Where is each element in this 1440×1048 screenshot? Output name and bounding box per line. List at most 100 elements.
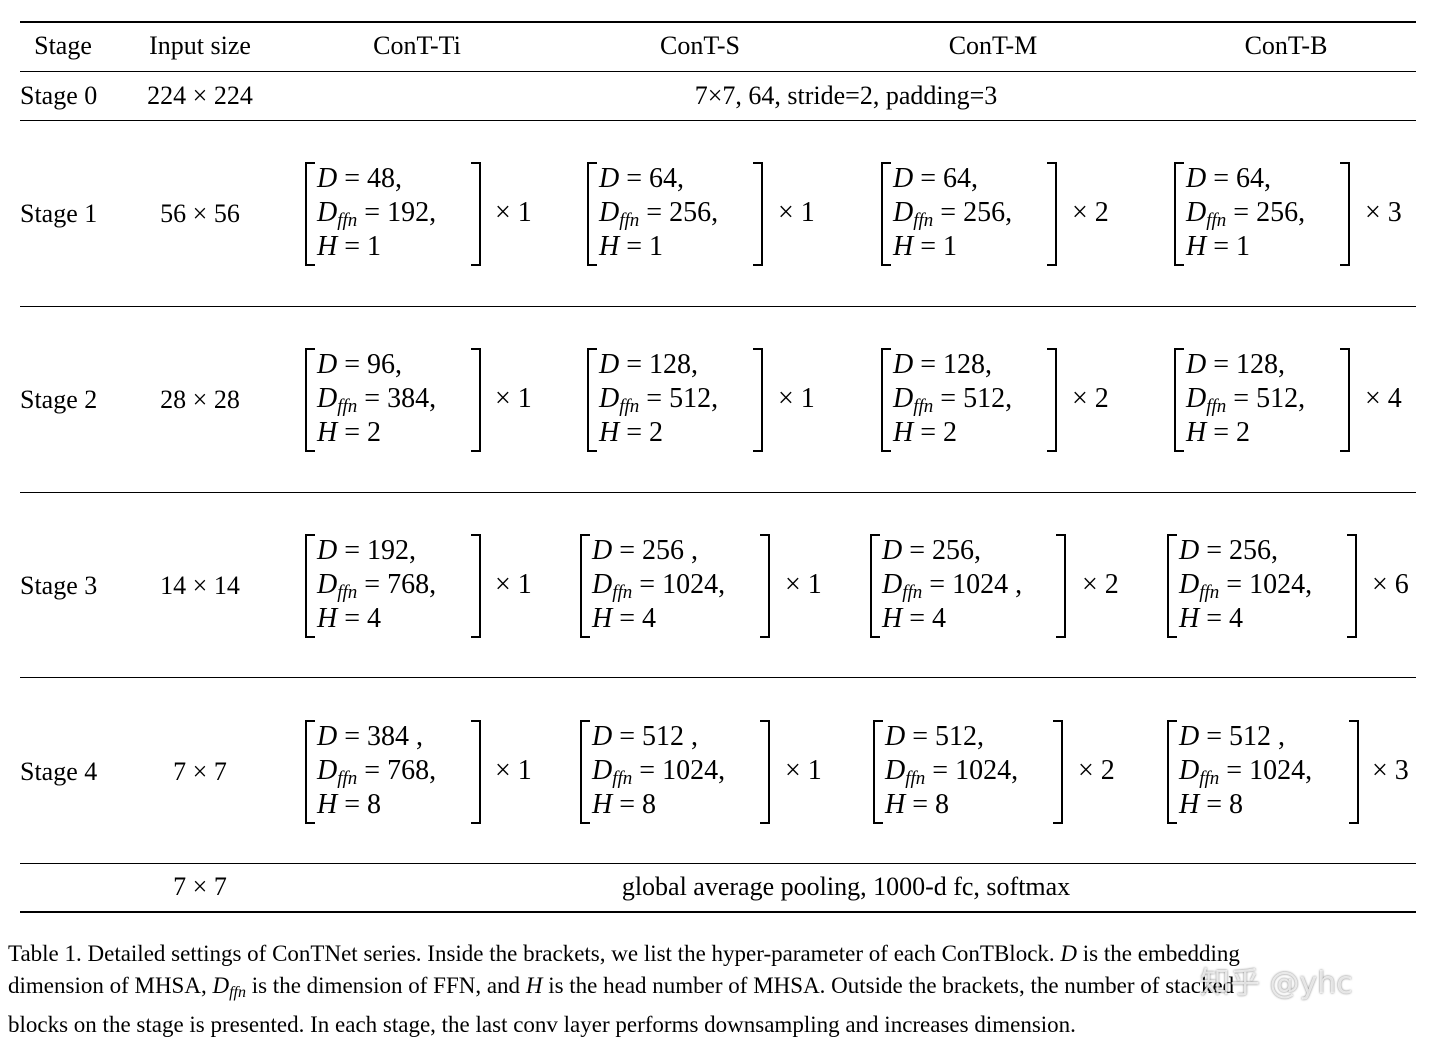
stage0-label: Stage 0: [20, 81, 98, 110]
block-config-cell: D = 256,Dffn = 1024,H = 4: [1167, 534, 1417, 638]
dffn-symbol: D: [317, 383, 338, 414]
block-config-cell: D = 96,Dffn = 384,H = 2: [305, 348, 541, 452]
h-symbol: H: [1186, 417, 1207, 448]
left-bracket: [873, 720, 883, 824]
d-symbol: D: [885, 721, 906, 752]
ffn-dim-value: = 512,: [940, 383, 1013, 414]
block-config-cell: D = 512,Dffn = 1024,H = 8: [873, 720, 1123, 824]
ffn-dim-line: Dffn = 768,: [317, 754, 436, 796]
table-caption: Table 1. Detailed settings of ConTNet se…: [8, 938, 1432, 1041]
embedding-dim-line: D = 512,: [885, 720, 984, 754]
block-config-cell: D = 128,Dffn = 512,H = 2: [881, 348, 1117, 452]
d-symbol: D: [893, 349, 914, 380]
head-number-value: = 1: [920, 231, 958, 262]
block-config-cell: D = 256 ,Dffn = 1024,H = 4: [580, 534, 830, 638]
h-symbol: H: [893, 231, 914, 262]
ffn-dim-value: = 256,: [1233, 197, 1306, 228]
d-symbol: D: [1179, 535, 1200, 566]
ffn-dim-value: = 1024,: [1226, 569, 1313, 600]
stage-input-size: 56 × 56: [160, 199, 240, 228]
head-number-value: = 2: [626, 417, 664, 448]
stage-input-size: 7 × 7: [173, 757, 227, 786]
repeat-count: × 2: [1072, 383, 1109, 414]
dffn-symbol: D: [599, 383, 620, 414]
embedding-dim-value: = 256,: [909, 535, 982, 566]
d-symbol: D: [882, 535, 903, 566]
embedding-dim-line: D = 512 ,: [1179, 720, 1285, 754]
embedding-dim-value: = 256,: [1206, 535, 1279, 566]
stage-input-size: 14 × 14: [160, 571, 240, 600]
dffn-symbol: D: [882, 569, 903, 600]
dffn-symbol: D: [893, 383, 914, 414]
h-symbol: H: [882, 603, 903, 634]
block-config-cell: D = 48,Dffn = 192,H = 1: [305, 162, 541, 266]
embedding-dim-value: = 512,: [912, 721, 985, 752]
embedding-dim-line: D = 384 ,: [317, 720, 423, 754]
ffn-dim-line: Dffn = 512,: [599, 382, 718, 424]
embedding-dim-line: D = 256,: [1179, 534, 1278, 568]
dffn-subscript: ffn: [337, 768, 358, 789]
stage0-rule: [20, 120, 1416, 121]
left-bracket: [580, 720, 590, 824]
d-symbol: D: [599, 163, 620, 194]
left-bracket: [1174, 348, 1184, 452]
dffn-symbol: D: [1179, 569, 1200, 600]
ffn-dim-value: = 1024,: [932, 755, 1019, 786]
ffn-dim-line: Dffn = 1024,: [592, 754, 725, 796]
ffn-dim-value: = 1024,: [639, 569, 726, 600]
ffn-dim-value: = 192,: [364, 197, 437, 228]
header-input-size: Input size: [149, 31, 251, 60]
dffn-subscript: ffn: [1199, 582, 1220, 603]
h-symbol: H: [893, 417, 914, 448]
repeat-count: × 1: [495, 755, 532, 786]
d-symbol: D: [592, 535, 613, 566]
embedding-dim-line: D = 192,: [317, 534, 416, 568]
ffn-dim-line: Dffn = 256,: [893, 196, 1012, 238]
dffn-symbol: D: [1186, 383, 1207, 414]
repeat-count: × 3: [1365, 197, 1402, 228]
right-bracket: [1340, 162, 1350, 266]
left-bracket: [881, 162, 891, 266]
caption-line-3: blocks on the stage is presented. In eac…: [8, 1012, 1076, 1037]
head-number-line: H = 4: [317, 602, 381, 636]
dffn-subscript: ffn: [905, 768, 926, 789]
d-symbol: D: [317, 535, 338, 566]
dffn-symbol: D: [893, 197, 914, 228]
zhihu-watermark: 知乎 @yhc: [1200, 966, 1353, 1001]
right-bracket: [471, 162, 481, 266]
block-config-cell: D = 64,Dffn = 256,H = 1: [587, 162, 823, 266]
left-bracket: [881, 348, 891, 452]
header-cont-s: ConT-S: [660, 31, 740, 60]
head-number-value: = 1: [1213, 231, 1251, 262]
repeat-count: × 2: [1072, 197, 1109, 228]
left-bracket: [587, 162, 597, 266]
ffn-dim-line: Dffn = 256,: [599, 196, 718, 238]
head-number-value: = 4: [344, 603, 382, 634]
repeat-count: × 1: [495, 383, 532, 414]
dffn-subscript: ffn: [913, 210, 934, 231]
header-rule: [20, 71, 1416, 72]
head-number-value: = 4: [619, 603, 657, 634]
d-symbol: D: [893, 163, 914, 194]
dffn-subscript: ffn: [913, 396, 934, 417]
h-symbol: H: [599, 417, 620, 448]
final-spec: global average pooling, 1000-d fc, softm…: [621, 872, 1071, 901]
embedding-dim-line: D = 96,: [317, 348, 402, 382]
header-cont-ti: ConT-Ti: [373, 31, 461, 60]
repeat-count: × 1: [778, 383, 815, 414]
head-number-value: = 1: [626, 231, 664, 262]
head-number-value: = 2: [1213, 417, 1251, 448]
ffn-dim-line: Dffn = 1024,: [1179, 754, 1312, 796]
repeat-count: × 2: [1082, 569, 1119, 600]
repeat-count: × 3: [1372, 755, 1409, 786]
ffn-dim-line: Dffn = 512,: [1186, 382, 1305, 424]
d-symbol: D: [1179, 721, 1200, 752]
h-symbol: H: [317, 417, 338, 448]
repeat-count: × 1: [785, 569, 822, 600]
head-number-line: H = 4: [592, 602, 656, 636]
d-symbol: D: [317, 163, 338, 194]
h-symbol: H: [1186, 231, 1207, 262]
dffn-subscript: ffn: [1206, 396, 1227, 417]
right-bracket: [1053, 720, 1063, 824]
block-config-cell: D = 64,Dffn = 256,H = 1: [1174, 162, 1410, 266]
